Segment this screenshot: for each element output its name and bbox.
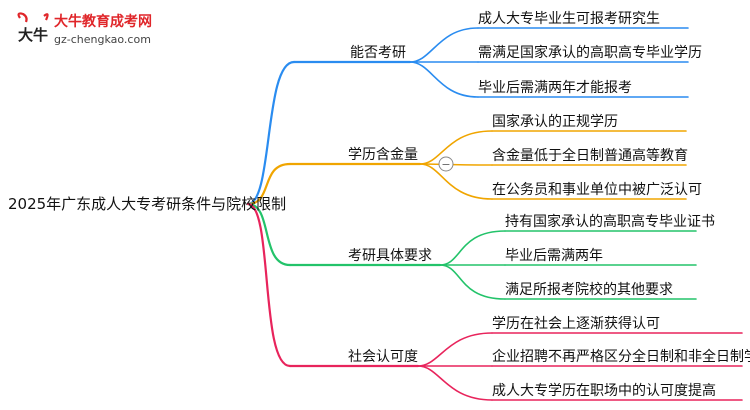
collapse-toggle[interactable]: − [438,156,454,172]
leaf-can-apply-1[interactable]: 成人大专毕业生可报考研究生 [478,11,660,27]
branch-connector [246,60,296,206]
branch-social-recognition[interactable]: 社会认可度 [348,349,418,365]
logo-mark-text: 大牛 [18,26,48,44]
leaf-connector [439,230,506,266]
leaf-connector [419,163,493,200]
leaf-requirements-3[interactable]: 满足所报考院校的其他要求 [505,282,673,298]
leaf-requirements-1[interactable]: 持有国家承认的高职高专毕业证书 [505,214,715,230]
branch-connector [246,162,292,206]
branch-connector [246,202,292,267]
leaf-social-recognition-3[interactable]: 成人大专学历在职场中的认可度提高 [492,383,716,399]
leaf-connector [419,130,493,165]
brand-name: 大牛教育成考网 [54,14,152,30]
leaf-can-apply-3[interactable]: 毕业后需满两年才能报考 [478,80,632,96]
branch-can-apply[interactable]: 能否考研 [350,45,406,61]
leaf-social-recognition-1[interactable]: 学历在社会上逐渐获得认可 [492,316,660,332]
brand-logo[interactable]: 大牛 大牛教育成考网 gz-chengkao.com [14,8,164,54]
leaf-connector [409,27,479,63]
leaf-degree-value-2[interactable]: 含金量低于全日制普通高等教育 [492,148,688,164]
branch-degree-value[interactable]: 学历含金量 [348,147,418,163]
leaf-connector [419,163,493,166]
collapse-toggle-circle[interactable] [438,156,454,172]
branch-requirements[interactable]: 考研具体要求 [348,248,432,264]
leaf-degree-value-3[interactable]: 在公务员和事业单位中被广泛认可 [492,182,702,198]
leaf-connector [417,365,493,401]
leaf-degree-value-1[interactable]: 国家承认的正规学历 [492,114,618,130]
leaf-requirements-2[interactable]: 毕业后需满两年 [505,248,603,264]
branch-connector [246,202,292,368]
bull-logo-icon: 大牛 [17,12,49,44]
leaf-connector [439,264,506,300]
leaf-connector [409,61,479,98]
root-topic: 2025年广东成人大专考研条件与院校限制 [8,195,287,213]
leaf-social-recognition-2[interactable]: 企业招聘不再严格区分全日制和非全日制学历 [492,349,750,365]
leaf-can-apply-2[interactable]: 需满足国家承认的高职高专毕业学历 [478,45,702,61]
collapse-minus-icon[interactable]: − [441,158,450,171]
brand-url: gz-chengkao.com [54,33,151,46]
leaf-connector [417,332,493,367]
